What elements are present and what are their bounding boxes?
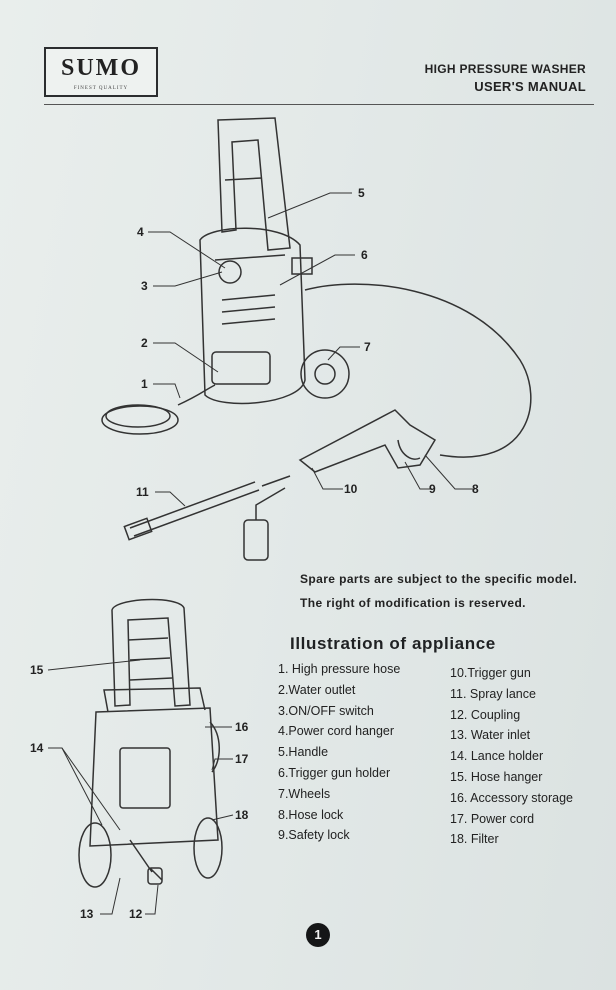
- callout-10: 10: [344, 482, 358, 496]
- part-item: 14. Lance holder: [450, 749, 544, 764]
- part-item: 9.Safety lock: [278, 828, 350, 843]
- part-item: 15. Hose hanger: [450, 769, 543, 784]
- parts-list-right: 10.Trigger gun 11. Spray lance 12. Coupl…: [450, 663, 573, 850]
- part-item: 1. High pressure hose: [278, 662, 401, 676]
- callout-13: 13: [80, 907, 94, 921]
- title-line-2: USER'S MANUAL: [474, 79, 586, 94]
- part-item: 12. Coupling: [450, 707, 521, 722]
- brand-tagline: FINEST QUALITY: [73, 86, 129, 91]
- callout-6: 6: [361, 248, 368, 262]
- part-item: 16. Accessory storage: [450, 790, 573, 805]
- document-title: HIGH PRESSURE WASHER USER'S MANUAL: [425, 62, 586, 94]
- part-item: 10.Trigger gun: [450, 666, 531, 680]
- callout-5: 5: [358, 186, 365, 200]
- page-number: 1: [306, 923, 330, 947]
- header-divider: [44, 104, 594, 105]
- part-item: 7.Wheels: [278, 786, 331, 801]
- part-item: 18. Filter: [450, 832, 499, 847]
- pressure-washer-illustration: 1 2 3 4 5 6 7 8 9 10 11: [101, 117, 532, 561]
- callout-17: 17: [235, 752, 249, 766]
- brand-name: SUMO: [61, 55, 141, 81]
- callout-7: 7: [364, 340, 371, 354]
- callout-3: 3: [141, 279, 148, 293]
- brand-logo: SUMO FINEST QUALITY: [44, 47, 158, 97]
- part-item: 17. Power cord: [450, 811, 535, 826]
- callout-18: 18: [235, 808, 249, 822]
- callout-11: 11: [136, 485, 149, 499]
- part-item: 4.Power cord hanger: [278, 724, 395, 739]
- callout-1: 1: [141, 377, 148, 391]
- part-item: 3.ON/OFF switch: [278, 703, 374, 718]
- callout-15: 15: [30, 663, 44, 677]
- parts-list-left: 1. High pressure hose 2.Water outlet 3.O…: [278, 659, 400, 846]
- note-modification: The right of modification is reserved.: [300, 596, 526, 610]
- part-item: 5.Handle: [278, 745, 329, 760]
- title-line-1: HIGH PRESSURE WASHER: [424, 62, 586, 76]
- part-item: 2.Water outlet: [278, 682, 356, 697]
- section-title: Illustration of appliance: [290, 634, 496, 653]
- part-item: 13. Water inlet: [450, 728, 531, 743]
- callout-9: 9: [429, 482, 436, 496]
- callout-4: 4: [137, 225, 144, 239]
- note-spare-parts: Spare parts are subject to the specific …: [300, 572, 578, 586]
- callout-12: 12: [129, 907, 143, 921]
- callout-14: 14: [30, 741, 44, 755]
- callout-8: 8: [472, 482, 479, 496]
- part-item: 8.Hose lock: [278, 807, 344, 822]
- callout-2: 2: [141, 336, 148, 350]
- part-item: 6.Trigger gun holder: [278, 765, 391, 780]
- part-item: 11. Spray lance: [450, 686, 536, 701]
- callout-16: 16: [235, 720, 249, 734]
